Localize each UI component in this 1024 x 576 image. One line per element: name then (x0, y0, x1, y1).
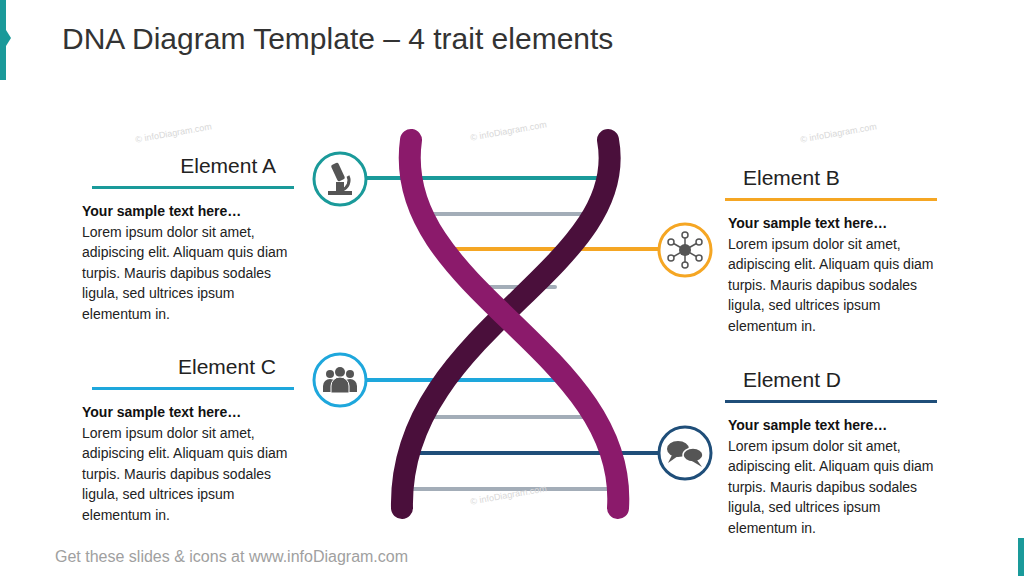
element-block: Element D Your sample text here…Lorem ips… (725, 366, 937, 538)
accent-arrow (6, 30, 11, 46)
dna-rungs (403, 214, 610, 489)
element-heading: Element D (725, 366, 937, 403)
slide-title: DNA Diagram Template – 4 trait elements (62, 22, 613, 56)
element-body: Lorem ipsum dolor sit amet, adipiscing e… (82, 423, 294, 526)
element-subheading: Your sample text here… (82, 201, 294, 222)
element-body: Lorem ipsum dolor sit amet, adipiscing e… (728, 436, 937, 539)
footer-caption: Get these slides & icons at www.infoDiag… (55, 548, 408, 566)
element-body: Lorem ipsum dolor sit amet, adipiscing e… (728, 234, 937, 337)
leader-line (366, 378, 560, 382)
element-subheading: Your sample text here… (728, 213, 937, 234)
element-block: Element C Your sample text here…Lorem ips… (82, 353, 294, 525)
accent-bar (1018, 538, 1024, 576)
speech-icon (659, 427, 711, 479)
element-heading: Element A (92, 152, 294, 189)
microscope-icon (314, 153, 366, 205)
network-icon (659, 224, 711, 276)
watermark: © infoDiagram.com (470, 119, 548, 142)
dna-strand (410, 140, 619, 508)
element-subheading: Your sample text here… (728, 415, 937, 436)
element-heading: Element C (92, 353, 294, 390)
element-block: Element A Your sample text here…Lorem ips… (82, 152, 294, 324)
element-heading: Element B (725, 164, 937, 201)
people-icon (314, 354, 366, 406)
element-body: Lorem ipsum dolor sit amet, adipiscing e… (82, 222, 294, 325)
watermark: © infoDiagram.com (135, 121, 213, 144)
watermark: © infoDiagram.com (800, 121, 878, 144)
element-subheading: Your sample text here… (82, 402, 294, 423)
watermark: © infoDiagram.com (470, 483, 548, 506)
accent-bar (0, 0, 6, 80)
element-block: Element B Your sample text here…Lorem ips… (725, 164, 937, 336)
